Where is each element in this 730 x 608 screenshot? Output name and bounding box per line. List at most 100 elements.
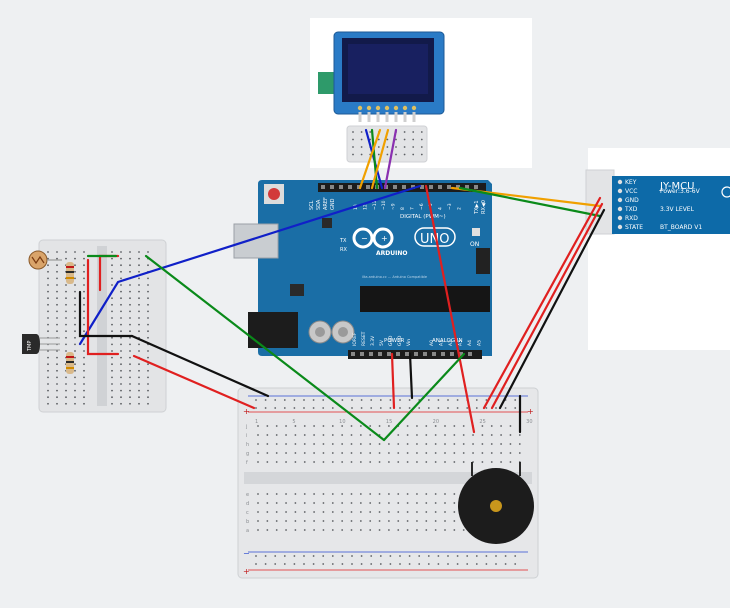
breadboard-hole (386, 153, 389, 156)
column-label: 20 (433, 419, 439, 425)
rail-hole (418, 563, 421, 565)
breadboard-hole (388, 502, 390, 504)
breadboard-hole (129, 383, 131, 385)
breadboard-hole (350, 452, 353, 454)
bt-pin (617, 215, 623, 221)
breadboard-hole (378, 502, 381, 504)
breadboard-hole (425, 425, 428, 427)
breadboard-hole (331, 452, 334, 454)
breadboard-hole (83, 257, 85, 260)
breadboard-hole (294, 443, 297, 445)
digital-pin-label: ~5 (428, 203, 434, 210)
wire-arduino-red-signal (424, 184, 476, 434)
breadboard-hole (56, 290, 58, 293)
breadboard-hole (138, 297, 140, 300)
breadboard-hole (369, 131, 372, 133)
breadboard-hole (47, 277, 49, 280)
breadboard-hole (285, 502, 287, 504)
breadboard-hole (65, 343, 67, 346)
rail-hole (504, 555, 507, 557)
breadboard-hole (120, 330, 122, 333)
breadboard-hole (74, 251, 76, 253)
breadboard-hole (341, 425, 344, 427)
rail-hole (312, 555, 315, 557)
arduino-url: ilta.arduino.cc ... Arduino Compatible (362, 275, 427, 279)
digital-label: DIGITAL (PWM~) (400, 214, 446, 220)
rail-hole (322, 563, 325, 565)
breadboard-hole (74, 389, 76, 392)
breadboard-hole (341, 452, 344, 454)
breadboard-hole (147, 264, 149, 267)
rail-hole (475, 563, 478, 565)
breadboard-hole (294, 502, 297, 504)
rail-hole (312, 407, 315, 409)
breadboard-hole (331, 529, 334, 531)
breadboard-hole (74, 376, 76, 379)
breadboard-hole (83, 343, 85, 346)
rail-hole (370, 563, 373, 565)
breadboard-hole (138, 402, 140, 405)
header-pin (330, 185, 334, 189)
breadboard-hole (388, 520, 390, 522)
breadboard-hole (462, 443, 465, 445)
breadboard-hole (138, 303, 140, 306)
breadboard-hole (444, 452, 446, 454)
breadboard-hole (129, 389, 131, 392)
rail-hole (255, 555, 257, 557)
tx1-label: TX▶1 (474, 200, 480, 215)
wire-mini-black-rail (78, 290, 134, 338)
breadboard-hole (378, 452, 381, 454)
breadboard-hole (294, 452, 297, 454)
breadboard-hole (406, 452, 409, 454)
breadboard-hole (490, 425, 493, 427)
bt-pin-label: STATE (625, 224, 643, 231)
breadboard-hole (434, 493, 437, 495)
row-letter: h (246, 442, 249, 448)
breadboard-hole (120, 297, 122, 300)
breadboard-hole (350, 493, 353, 495)
breadboard-hole (462, 529, 465, 531)
breadboard-hole (285, 529, 287, 531)
breadboard-hole (369, 434, 372, 436)
breadboard-hole (420, 138, 423, 141)
digital-pin-label: 2 (456, 207, 462, 210)
header-pin (438, 185, 442, 189)
breadboard-hole (490, 461, 493, 463)
breadboard-hole (331, 434, 334, 436)
on-label: ON (470, 241, 479, 248)
breadboard-hole (83, 284, 85, 286)
rail-hole (456, 407, 459, 409)
rail-hole (447, 555, 449, 557)
breadboard-hole (360, 131, 363, 133)
rail-hole (399, 563, 401, 565)
breadboard-hole (257, 452, 259, 454)
rail-hole (331, 563, 334, 565)
rail-hole (322, 555, 325, 557)
rail-minus-label: − (243, 549, 250, 558)
breadboard-hole (388, 461, 390, 463)
breadboard-hole (360, 146, 363, 148)
rail-hole (255, 399, 257, 401)
header-pin (402, 185, 406, 189)
rail-hole (485, 407, 488, 409)
breadboard-hole (56, 277, 58, 280)
breadboard-hole (275, 452, 278, 454)
header-pin (468, 352, 472, 356)
breadboard-hole (369, 511, 372, 513)
breadboard-hole (65, 284, 67, 286)
rail-plus-label: + (243, 407, 250, 416)
breadboard-hole (434, 452, 437, 454)
column-label: 30 (526, 419, 532, 425)
rail-hole (466, 563, 469, 565)
breadboard-hole (56, 376, 58, 379)
breadboard-hole (388, 425, 390, 427)
breadboard-hole (462, 425, 465, 427)
breadboard-hole (294, 511, 297, 513)
rail-hole (360, 563, 363, 565)
rail-hole (514, 555, 517, 557)
oled-pin (402, 105, 408, 111)
bt-pcb (612, 176, 730, 234)
breadboard-hole (412, 131, 415, 133)
breadboard-hole (285, 425, 287, 427)
